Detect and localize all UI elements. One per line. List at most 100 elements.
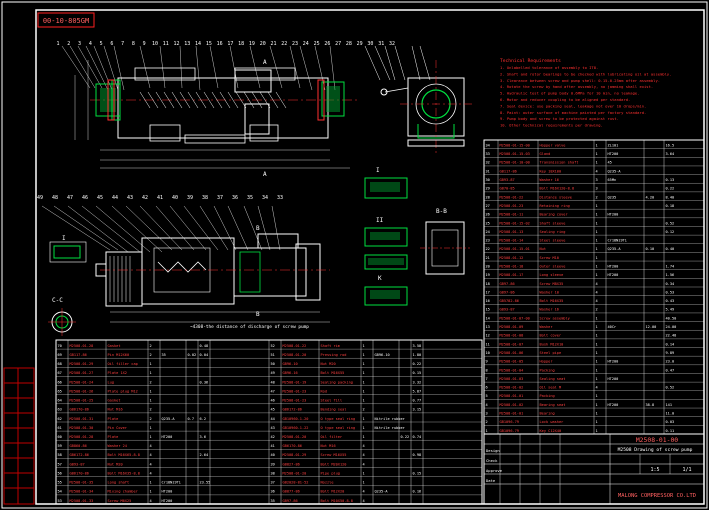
- bottom-table-cell: 37: [271, 481, 275, 485]
- right-table-cell: 1: [596, 394, 598, 398]
- bottom-table-cell: M2508-01-19: [283, 380, 307, 384]
- right-table-cell: Bolt M16X35: [540, 299, 564, 303]
- bottom-table-cell: M2508-01-20: [283, 353, 307, 357]
- bottom-table-cell: 51: [271, 353, 275, 357]
- bottom-table-cell: 62: [58, 417, 62, 421]
- bottom-table-cell: Screw M16X55: [321, 453, 347, 457]
- bottom-table-cell: 1: [363, 471, 365, 475]
- right-table-cell: 2: [596, 195, 598, 199]
- right-table-cell: M2508-01-18: [500, 265, 524, 269]
- svg-text:II: II: [376, 217, 384, 224]
- right-table-cell: 28: [486, 195, 490, 199]
- balloon-label: 13: [184, 41, 190, 47]
- bottom-table-cell: 0.15: [413, 471, 422, 475]
- bottom-table-cell: O type seal ring: [321, 426, 356, 430]
- bottom-table-cell: Bending seal: [321, 408, 347, 412]
- right-table-cell: 4: [596, 282, 598, 286]
- balloon-label: 9: [143, 41, 146, 47]
- right-table-cell: Bearing seat: [540, 403, 566, 407]
- detail-views: I II K B-B: [364, 167, 470, 306]
- right-table-cell: 4.20: [646, 195, 655, 199]
- bottom-table-cell: M2508-01-27: [70, 371, 94, 375]
- right-table-cell: Screw assembly: [540, 316, 571, 320]
- dimension-note: ~4308-the distance of discharge of screw…: [190, 324, 309, 330]
- right-table-cell: 0.13: [666, 178, 675, 182]
- bottom-table-cell: 3.58: [413, 344, 422, 348]
- balloon-label: 19: [249, 41, 255, 47]
- right-table-cell: 4: [596, 290, 598, 294]
- right-table-cell: 33: [486, 152, 490, 156]
- right-table-cell: GB70-85: [500, 187, 515, 191]
- right-table-cell: Q235: [608, 195, 617, 199]
- right-table-cell: 27: [486, 204, 490, 208]
- right-table-cell: Screw M8X35: [540, 282, 564, 286]
- right-table-cell: Steel sleeve: [540, 239, 566, 243]
- right-table-cell: M2508-01-07: [500, 342, 524, 346]
- bottom-table-cell: 58: [58, 453, 62, 457]
- right-table-cell: Sealing ring: [540, 230, 566, 234]
- right-table-cell: HT200: [608, 403, 619, 407]
- right-table-cell: 19: [486, 273, 490, 277]
- bottom-table-cell: M2508-01-28: [70, 435, 94, 439]
- bottom-table-cell: Oil filler cap: [108, 362, 138, 366]
- bottom-table-cell: GB117-86: [70, 353, 87, 357]
- bottom-table-cell: GB96-10: [283, 362, 298, 366]
- right-table-cell: 7: [486, 377, 488, 381]
- balloon-label: 44: [112, 195, 118, 201]
- notes-lines: 1. Unlabelled tolerance of assembly to I…: [500, 65, 671, 128]
- bottom-table-cell: 63: [58, 408, 62, 412]
- right-table-cell: Outer sleeve: [540, 265, 566, 269]
- bottom-table-cell: Plate: [108, 435, 119, 439]
- bottom-table-cell: 0.22: [413, 362, 422, 366]
- right-table-cell: M2508-01-04: [500, 368, 524, 372]
- right-table-cell: GB97-86: [500, 290, 515, 294]
- bottom-table-cell: 2: [150, 417, 152, 421]
- bottom-table-cell: 45: [271, 408, 275, 412]
- svg-text:I: I: [376, 167, 380, 174]
- bottom-table-cell: 1: [363, 399, 365, 403]
- bottom-table-cell: 1: [150, 362, 152, 366]
- balloon-label: 16: [217, 41, 223, 47]
- right-table-cell: 17: [486, 290, 490, 294]
- balloon-label: 36: [232, 195, 238, 201]
- bottom-table-cell: Pressing rod: [321, 353, 347, 357]
- right-table-cell: M2508-01-15-01: [500, 247, 530, 251]
- right-table-cell: 3.64: [666, 152, 675, 156]
- bottom-table-cell: M2508-01-33: [70, 499, 94, 503]
- right-table-cell: 65Mn: [608, 178, 617, 182]
- right-table-cell: Transmission shaft: [540, 161, 579, 165]
- bottom-table-cell: 53: [58, 499, 62, 503]
- right-table-cell: Key 18X100: [540, 169, 562, 173]
- bottom-table-cell: GB96-10: [375, 353, 390, 357]
- drawing-code-text: 00-10-805GM: [43, 17, 89, 25]
- bottom-table-cell: 0.74: [413, 435, 422, 439]
- right-table-cell: 5: [486, 394, 488, 398]
- right-table-cell: GB93-87: [500, 308, 515, 312]
- right-table-cell: Nut: [540, 247, 547, 251]
- right-table-cell: M2508-01-03: [500, 377, 524, 381]
- balloon-label: 38: [202, 195, 208, 201]
- bottom-table-cell: 1: [363, 389, 365, 393]
- bottom-table-cell: 61: [58, 426, 62, 430]
- right-table-cell: 2: [596, 308, 598, 312]
- right-table-cell: 12: [486, 334, 490, 338]
- bottom-table-cell: 2: [150, 380, 152, 384]
- bottom-table-cell: 1: [150, 435, 152, 439]
- bottom-table-cell: HT200: [162, 499, 173, 503]
- bottom-table-cell: 2: [150, 344, 152, 348]
- note-line: 2. Shaft and rotor bearings to be checke…: [500, 71, 671, 76]
- right-table-cell: 10: [486, 351, 490, 355]
- bottom-table-cell: 1: [363, 426, 365, 430]
- balloon-label: 33: [277, 195, 283, 201]
- right-table-cell: 1: [596, 377, 598, 381]
- right-table-cell: 1: [486, 429, 488, 433]
- bottom-table-cell: 2: [150, 353, 152, 357]
- right-table-cell: M2508-01-15-03: [500, 152, 530, 156]
- balloon-label: 21: [270, 41, 276, 47]
- right-table-cell: 0.11: [666, 429, 675, 433]
- bottom-table-cell: O type seal ring: [321, 417, 356, 421]
- bottom-table-cell: 1: [150, 426, 152, 430]
- right-table-cell: 0.22: [666, 187, 675, 191]
